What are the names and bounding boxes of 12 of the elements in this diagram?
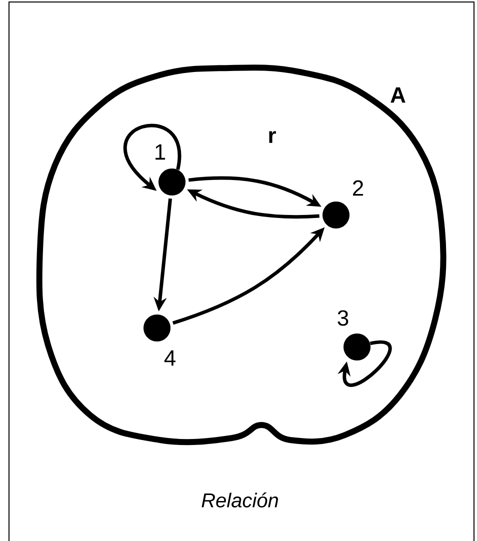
arrow: [338, 340, 392, 387]
point-dot: [322, 202, 350, 228]
set-label: A: [390, 87, 406, 103]
point-number: 2: [353, 180, 364, 196]
point-dot: [344, 334, 370, 360]
point-dot: [144, 314, 170, 342]
relation-label: r: [269, 131, 276, 143]
point-number: 4: [164, 350, 176, 366]
point-number: 3: [338, 310, 348, 326]
point-number: 1: [156, 144, 166, 160]
caption: Relación: [202, 492, 278, 508]
point-dot: [158, 168, 186, 196]
